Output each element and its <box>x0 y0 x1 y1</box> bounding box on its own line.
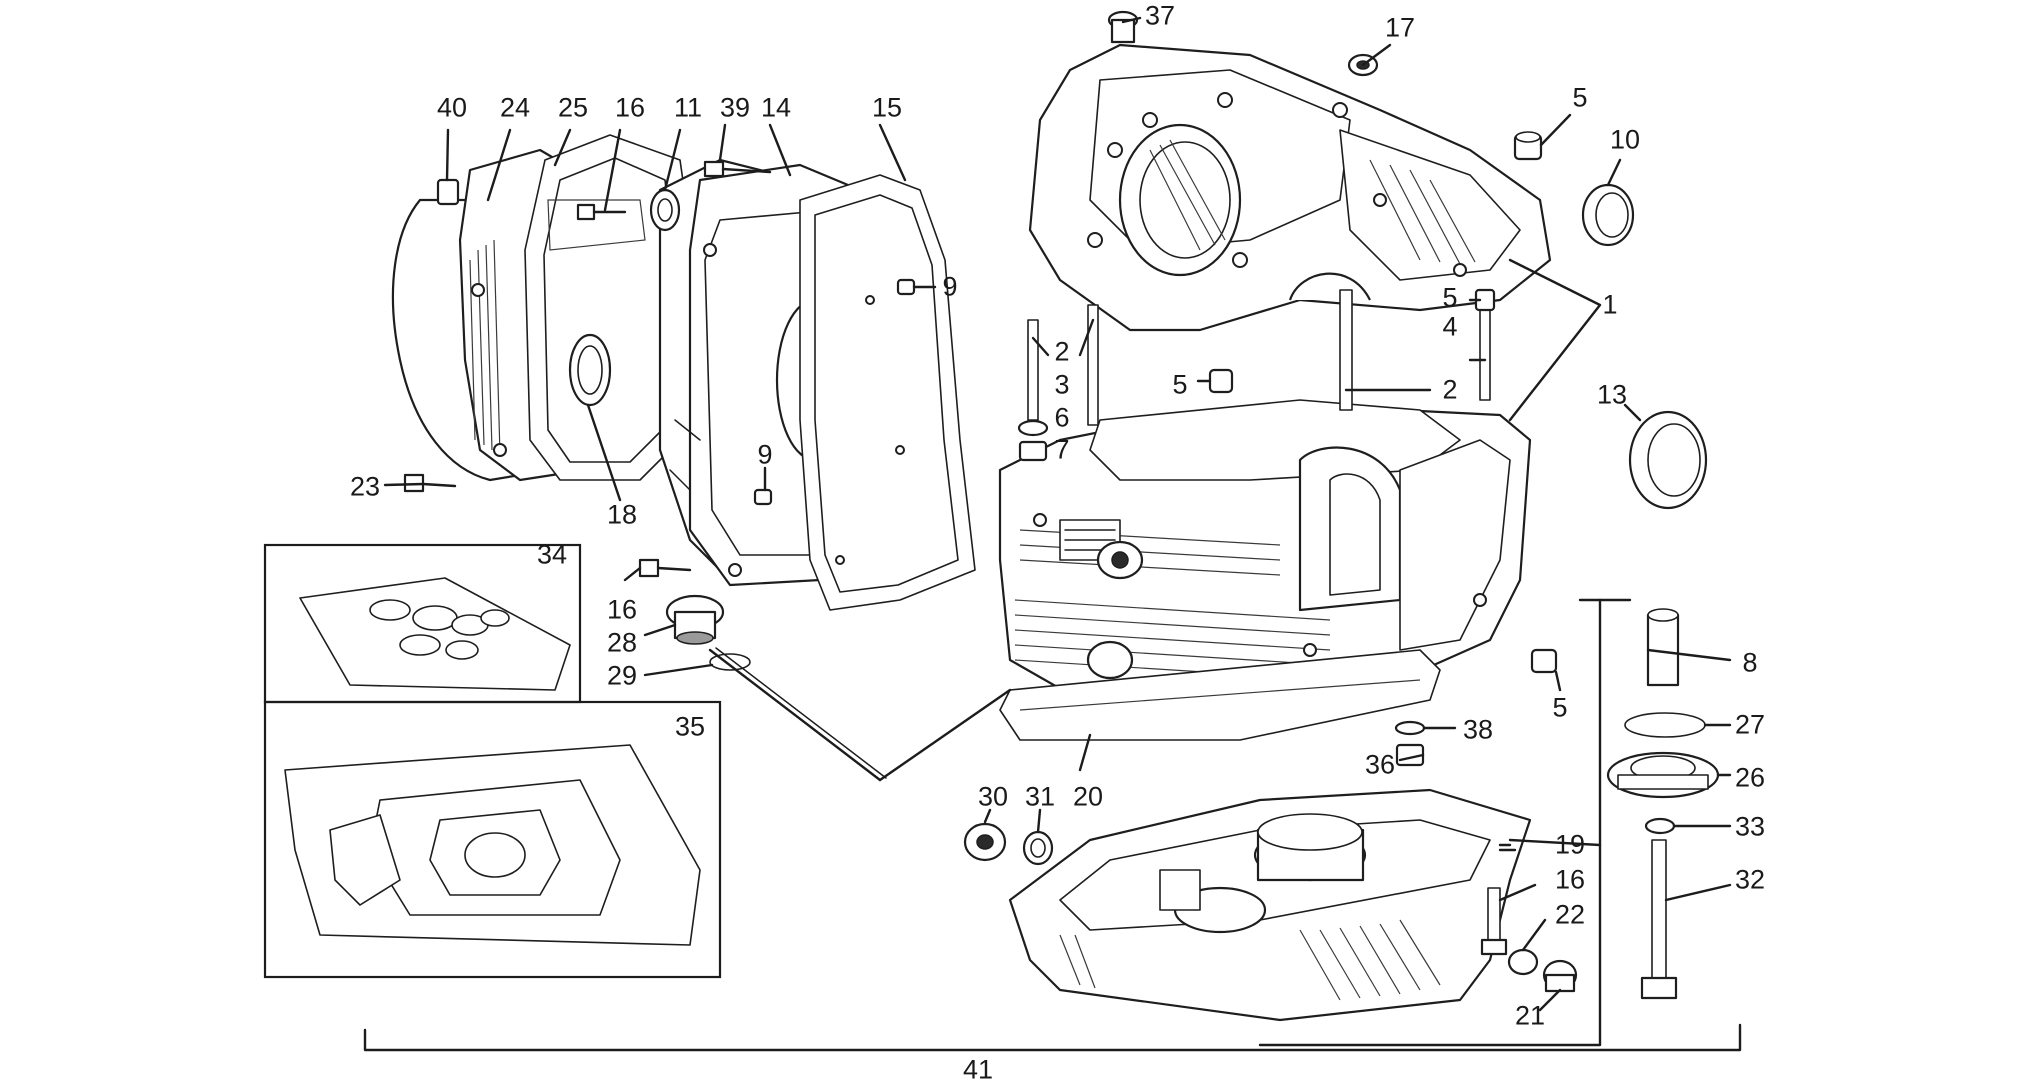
screw-part-16-mid <box>638 558 692 578</box>
bushing-part-5-top <box>1513 131 1543 161</box>
part-label-41: 41 <box>962 1054 994 1085</box>
seal-part-10 <box>1581 183 1635 247</box>
part-label-11: 11 <box>673 92 703 123</box>
sump-gasket-part <box>999 649 1441 741</box>
part-label-20: 20 <box>1072 781 1104 812</box>
washer-part-31 <box>1022 830 1054 866</box>
oring-part-29 <box>709 653 751 671</box>
filter-housing-part-26 <box>1606 751 1720 799</box>
screw-part-23 <box>403 473 457 493</box>
spacer-part-8 <box>1646 608 1680 687</box>
part-label-5-right: 5 <box>1552 692 1568 723</box>
bolt-part-32 <box>1640 839 1678 1000</box>
timing-gasket-part <box>799 174 976 611</box>
part-label-40: 40 <box>436 92 468 123</box>
part-label-35: 35 <box>674 711 706 742</box>
seal-part-13 <box>1628 410 1708 510</box>
part-label-22: 22 <box>1554 899 1586 930</box>
part-label-9-bottom: 9 <box>757 439 773 470</box>
part-label-39: 39 <box>719 92 751 123</box>
part-label-6: 6 <box>1054 402 1070 433</box>
part-label-2-left: 2 <box>1054 336 1070 367</box>
part-label-37: 37 <box>1144 0 1176 31</box>
part-label-24: 24 <box>499 92 531 123</box>
screw-part-16-low <box>1480 887 1508 956</box>
part-label-30: 30 <box>977 781 1009 812</box>
part-label-2-right: 2 <box>1442 374 1458 405</box>
part-label-33: 33 <box>1734 811 1766 842</box>
dowel-part-9-top <box>896 278 916 296</box>
part-label-21: 21 <box>1514 1000 1546 1031</box>
part-label-9-top: 9 <box>942 271 958 302</box>
lower-crankcase-part <box>998 399 1532 702</box>
plug-part-37 <box>1107 10 1139 44</box>
part-label-25: 25 <box>557 92 589 123</box>
bushing-part-5-right <box>1530 648 1558 674</box>
part-label-13: 13 <box>1596 379 1628 410</box>
part-label-5-top: 5 <box>1572 82 1588 113</box>
part-label-5-right-top: 5 <box>1442 282 1458 313</box>
washer-part-6 <box>1017 419 1049 437</box>
part-label-23: 23 <box>349 471 381 502</box>
part-label-4: 4 <box>1442 311 1458 342</box>
part-label-34: 34 <box>536 539 568 570</box>
dowel-part-9-bottom <box>753 488 773 506</box>
part-label-26: 26 <box>1734 762 1766 793</box>
screw-part-39 <box>703 160 772 178</box>
gasket-kit-box-34 <box>263 543 582 704</box>
part-label-14: 14 <box>760 92 792 123</box>
washer-part-22 <box>1507 948 1539 976</box>
part-label-10: 10 <box>1609 124 1641 155</box>
part-label-7: 7 <box>1054 434 1070 465</box>
part-label-38: 38 <box>1462 714 1494 745</box>
seal-part-11 <box>649 188 681 232</box>
filler-cap-part-28 <box>665 594 725 645</box>
bushing-part-5-mid <box>1208 368 1234 394</box>
part-label-1: 1 <box>1602 289 1618 320</box>
nut-part-7 <box>1018 440 1048 462</box>
part-label-18: 18 <box>606 499 638 530</box>
part-label-17: 17 <box>1384 12 1416 43</box>
stud-parts-2-4 <box>1339 288 1496 411</box>
gasket-kit-box-35 <box>263 700 722 979</box>
oil-sump-part <box>1008 788 1532 1022</box>
part-label-15: 15 <box>871 92 903 123</box>
plug-part-21 <box>1542 959 1578 993</box>
part-label-3: 3 <box>1054 369 1070 400</box>
screw-part-16-top <box>576 203 627 221</box>
part-label-8: 8 <box>1742 647 1758 678</box>
dipstick-part <box>708 647 887 782</box>
part-label-19: 19 <box>1554 829 1586 860</box>
washer-part-33 <box>1644 817 1676 835</box>
upper-crankcase-part <box>1028 43 1552 332</box>
washer-part-38 <box>1394 720 1426 736</box>
part-label-16-mid: 16 <box>606 594 638 625</box>
part-label-5-mid: 5 <box>1172 369 1188 400</box>
part-label-36: 36 <box>1364 749 1396 780</box>
nut-part-40 <box>436 178 460 206</box>
part-label-29: 29 <box>606 660 638 691</box>
part-label-32: 32 <box>1734 864 1766 895</box>
part-label-31: 31 <box>1024 781 1056 812</box>
part-label-28: 28 <box>606 627 638 658</box>
plug-part-30 <box>963 822 1007 862</box>
part-label-16-top: 16 <box>614 92 646 123</box>
part-label-27: 27 <box>1734 709 1766 740</box>
oring-part-27 <box>1624 712 1706 738</box>
leader-lines <box>363 16 1742 1052</box>
cover-gasket-part <box>524 134 691 481</box>
part-label-16-low: 16 <box>1554 864 1586 895</box>
